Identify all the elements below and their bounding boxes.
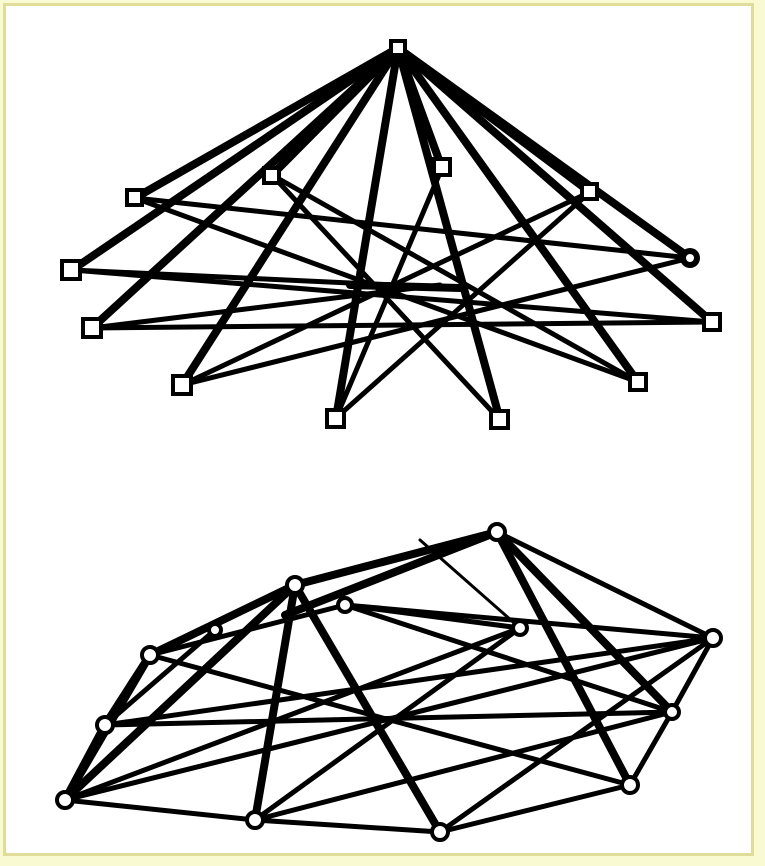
closed-dome-structure: [57, 524, 721, 840]
rib: [398, 48, 712, 322]
node: [665, 705, 679, 719]
node: [209, 624, 221, 636]
node: [287, 577, 303, 593]
node: [489, 524, 505, 540]
node: [491, 411, 508, 428]
node: [704, 314, 720, 330]
node: [97, 717, 113, 733]
edge: [150, 585, 295, 655]
node: [264, 168, 279, 183]
node: [57, 792, 73, 808]
cable: [65, 628, 520, 800]
node: [127, 190, 142, 205]
node: [142, 647, 158, 663]
cable: [255, 628, 520, 820]
edge: [255, 820, 440, 832]
cable: [92, 322, 712, 328]
edge: [65, 800, 255, 820]
node: [327, 410, 344, 427]
node: [686, 254, 694, 262]
node: [62, 261, 80, 279]
node: [83, 319, 101, 337]
rib: [295, 585, 440, 832]
edge: [440, 785, 630, 832]
rib: [398, 48, 690, 258]
node: [622, 777, 638, 793]
node: [247, 812, 263, 828]
node: [582, 184, 597, 199]
node: [173, 376, 191, 394]
node: [434, 159, 450, 175]
node: [391, 41, 405, 55]
node: [432, 824, 448, 840]
rib: [285, 532, 497, 615]
cable: [255, 712, 672, 820]
node: [338, 598, 352, 612]
hub-ring: [350, 285, 460, 288]
node: [513, 621, 527, 635]
open-cone-structure: [62, 41, 720, 428]
cable: [150, 605, 345, 655]
node: [630, 374, 646, 390]
node: [705, 630, 721, 646]
